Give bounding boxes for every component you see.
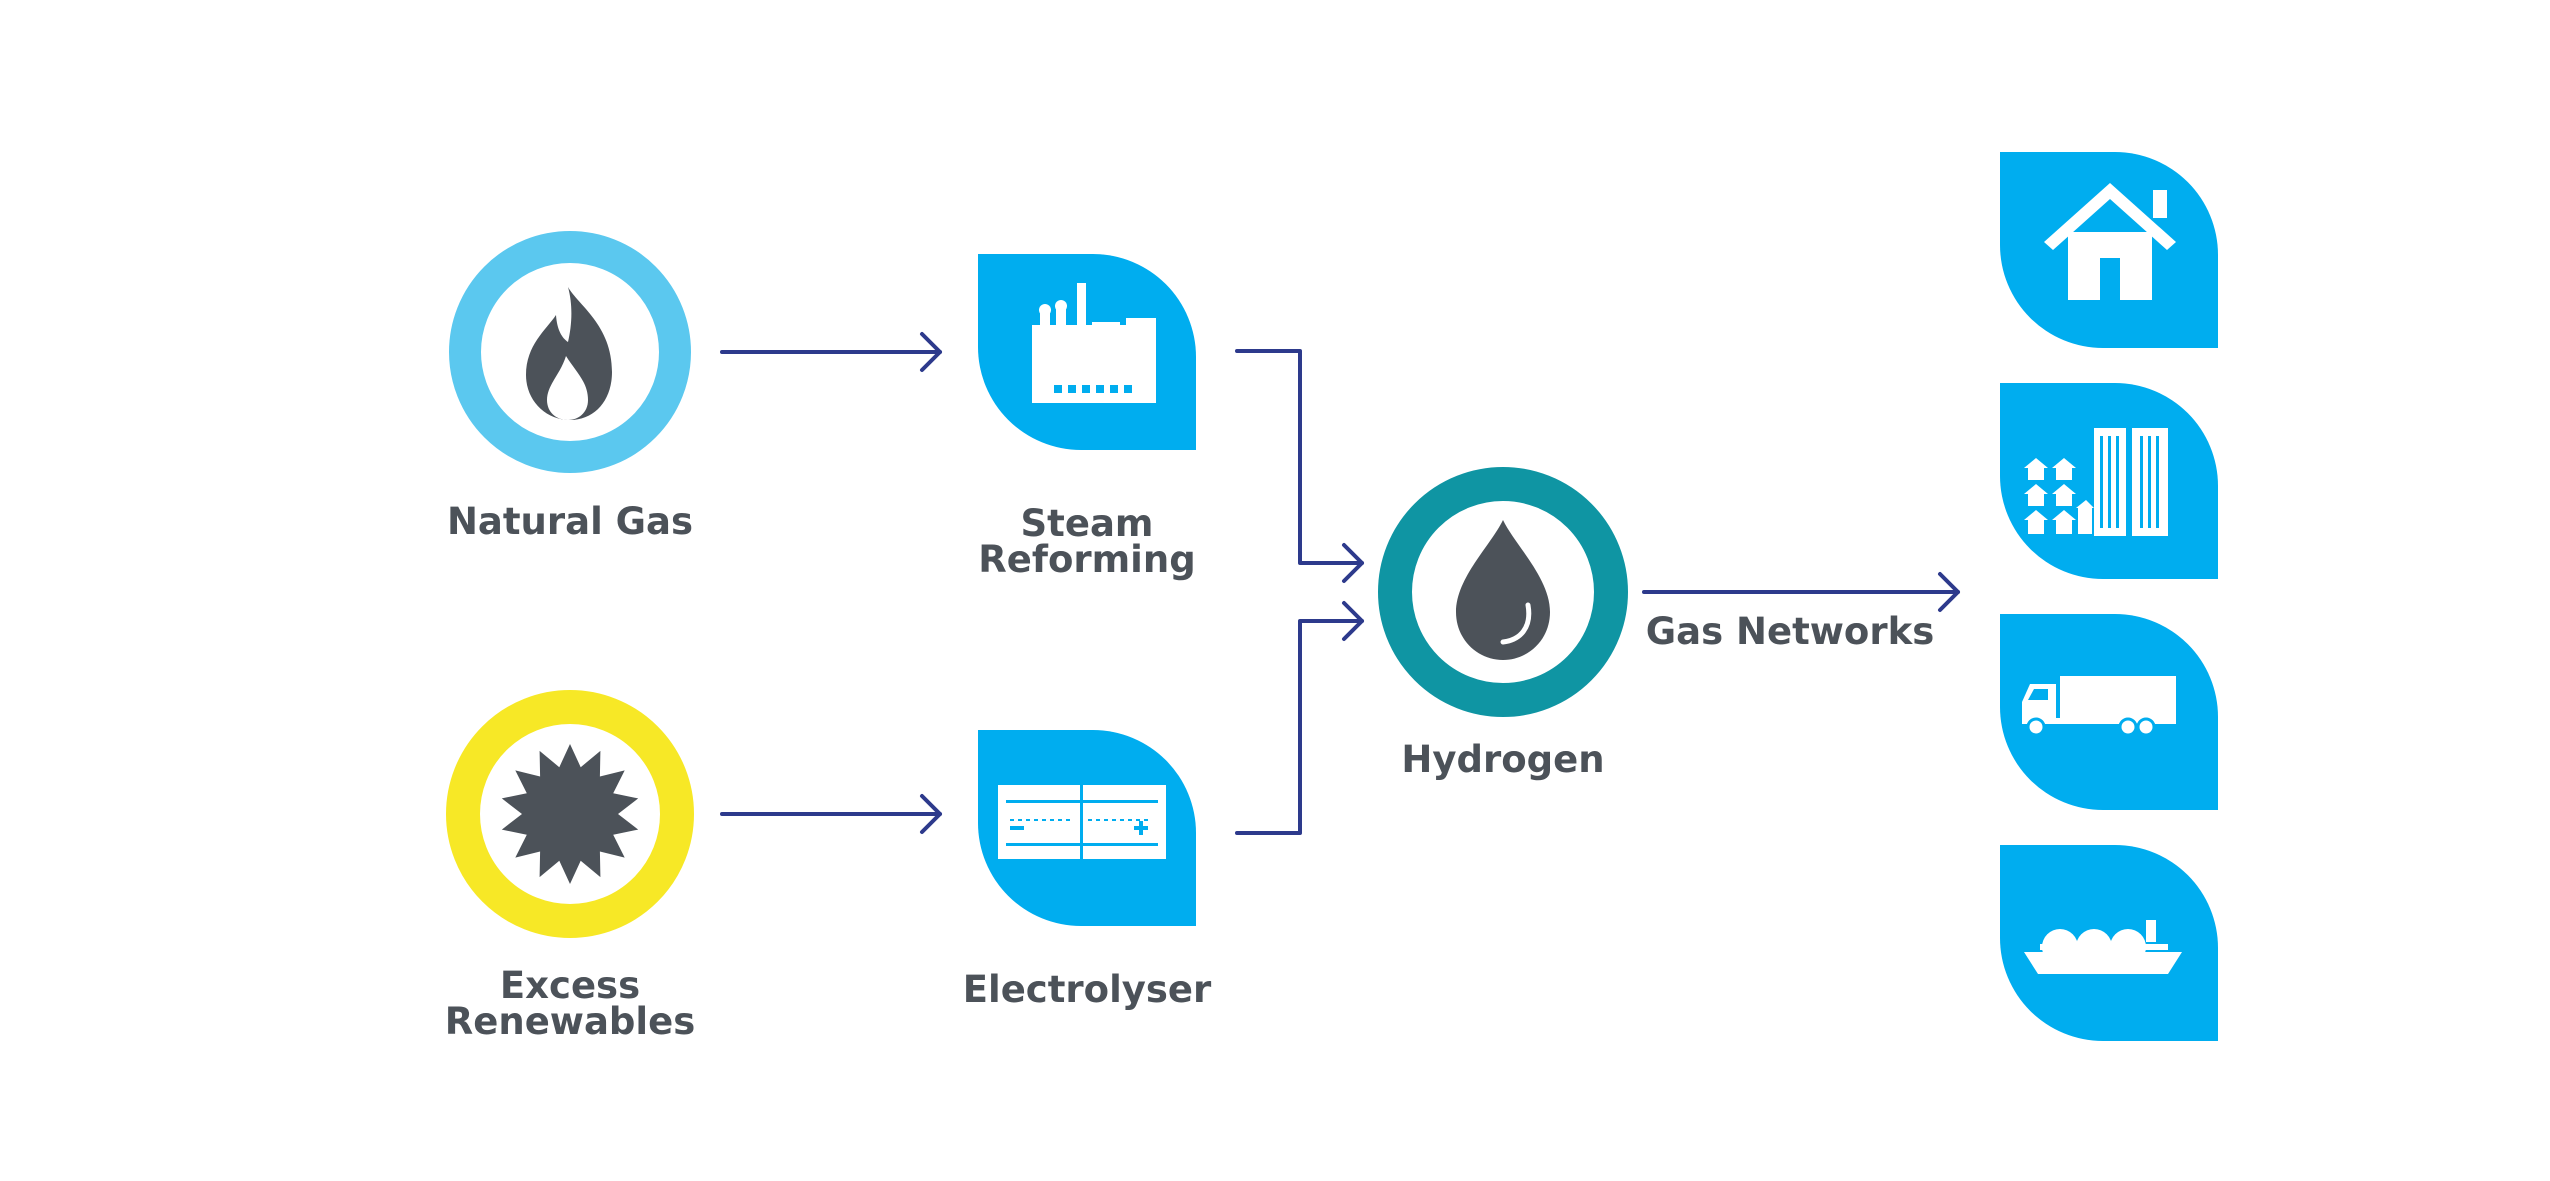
arrow-steam-reforming-to-hydrogen	[1235, 349, 1364, 583]
end-use-city	[2000, 383, 2218, 579]
excess-renewables-label-line1: Excess	[499, 964, 641, 1007]
end-use-shipping	[2000, 845, 2218, 1041]
hydrogen-label-text: Hydrogen	[1401, 738, 1605, 781]
water-drop-icon	[1456, 520, 1550, 660]
steam-reforming-node	[978, 254, 1196, 450]
flame-icon	[526, 287, 612, 420]
city-buildings-icon	[2024, 428, 2168, 536]
sun-icon	[501, 744, 639, 884]
factory-icon	[1032, 283, 1156, 403]
arrow-hydrogen-to-gas-networks	[1642, 572, 1960, 612]
lng-ship-icon	[2024, 920, 2182, 974]
electrolyser-label: Electrolyser	[937, 968, 1237, 1011]
steam-reforming-label-line2: Reforming	[978, 538, 1196, 581]
excess-renewables-node	[446, 690, 694, 938]
natural-gas-label: Natural Gas	[420, 500, 720, 543]
electrolyser-label-text: Electrolyser	[962, 968, 1212, 1011]
hydrogen-label: Hydrogen	[1353, 738, 1653, 781]
natural-gas-label-text: Natural Gas	[446, 500, 694, 543]
electrolyser-node	[978, 730, 1196, 926]
excess-renewables-label: Excess Renewables	[420, 964, 720, 1043]
end-use-transport	[2000, 614, 2218, 810]
arrow-renewables-to-electrolyser	[720, 794, 942, 834]
arrow-natural-gas-to-steam-reforming	[720, 332, 942, 372]
gas-networks-label: Gas Networks	[1640, 610, 1940, 653]
house-icon	[2044, 183, 2176, 300]
excess-renewables-label-line2: Renewables	[444, 1000, 696, 1043]
electrolyser-icon	[998, 785, 1166, 859]
gas-networks-label-text: Gas Networks	[1645, 610, 1935, 653]
end-use-home	[2000, 152, 2218, 348]
truck-icon	[2022, 676, 2176, 737]
natural-gas-node	[449, 231, 691, 473]
hydrogen-node	[1378, 467, 1628, 717]
steam-reforming-label-line1: Steam	[1020, 502, 1154, 545]
steam-reforming-label: Steam Reforming	[937, 502, 1237, 581]
arrow-electrolyser-to-hydrogen	[1235, 601, 1364, 835]
